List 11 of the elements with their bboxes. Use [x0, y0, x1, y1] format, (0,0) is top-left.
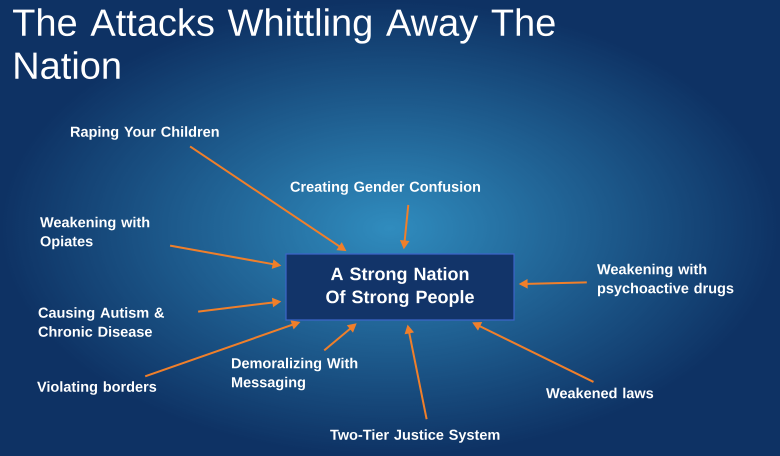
- attack-label: Causing Autism & Chronic Disease: [38, 307, 164, 337]
- attack-label: Creating Gender Confusion: [290, 181, 480, 195]
- attack-label: Weakened laws: [546, 388, 654, 398]
- attack-label: Violating borders: [37, 381, 156, 395]
- attack-label: Two-Tier Justice System: [330, 429, 500, 443]
- attack-label: Weakening with psychoactive drugs: [597, 264, 734, 296]
- attack-label: Raping Your Children: [70, 126, 219, 140]
- attack-label: Demoralizing With Messaging: [232, 358, 358, 390]
- slide-title: The Attacks Whittling Away The Nation: [13, 8, 555, 80]
- attack-label: Weakening with Opiates: [40, 216, 150, 250]
- center-box: A Strong Nation Of Strong People: [285, 253, 515, 321]
